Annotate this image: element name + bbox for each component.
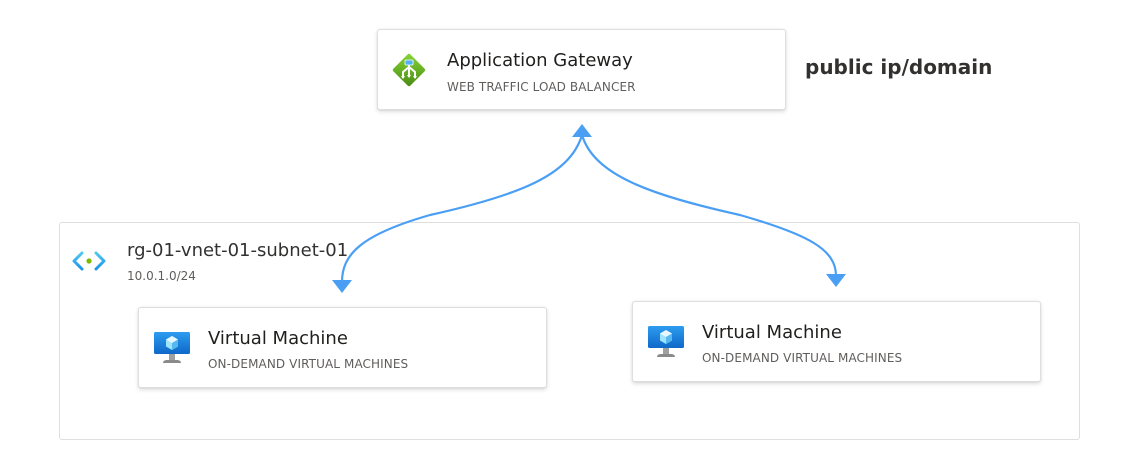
vm2-subtitle: ON-DEMAND VIRTUAL MACHINES [702,351,903,365]
virtual-machine-node-1[interactable]: Virtual Machine ON-DEMAND VIRTUAL MACHIN… [138,307,547,388]
subnet-cidr: 10.0.1.0/24 [127,269,196,283]
arrowhead-gateway-top [572,124,592,137]
gateway-subtitle: WEB TRAFFIC LOAD BALANCER [447,80,636,94]
vm2-title: Virtual Machine [702,322,842,343]
subnet-name: rg-01-vnet-01-subnet-01 [127,240,349,261]
virtual-network-icon [72,251,106,271]
application-gateway-node[interactable]: Application Gateway WEB TRAFFIC LOAD BAL… [377,29,786,110]
vm1-subtitle: ON-DEMAND VIRTUAL MACHINES [208,357,409,371]
public-ip-domain-label: public ip/domain [805,55,993,79]
vm1-title: Virtual Machine [208,328,348,349]
application-gateway-icon [392,53,426,87]
virtual-machine-node-2[interactable]: Virtual Machine ON-DEMAND VIRTUAL MACHIN… [632,301,1041,382]
gateway-title: Application Gateway [447,50,633,71]
virtual-machine-icon [648,326,684,357]
virtual-machine-icon [154,332,190,363]
